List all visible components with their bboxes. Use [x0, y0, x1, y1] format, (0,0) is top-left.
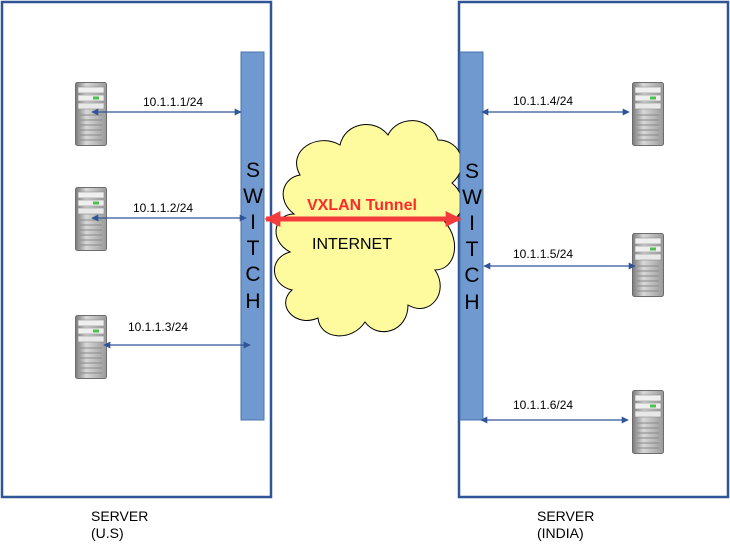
- ip-label-host-1: 10.1.1.1/24: [143, 95, 203, 109]
- right-site-caption-line1: SERVER: [537, 508, 594, 524]
- left-switch: [240, 51, 265, 421]
- right-switch-label: S W I T C H: [462, 160, 482, 314]
- right-server-6-icon: [632, 390, 664, 454]
- right-switch-letter: H: [464, 291, 479, 314]
- left-switch-label: S W I T C H: [243, 159, 263, 313]
- left-switch-letter: S: [246, 159, 260, 182]
- ip-label-host-2: 10.1.1.2/24: [133, 201, 193, 215]
- right-switch-letter: C: [464, 264, 479, 287]
- left-switch-letter: H: [245, 290, 260, 313]
- ip-label-host-4: 10.1.1.4/24: [513, 94, 573, 108]
- internet-cloud: [274, 120, 463, 337]
- left-server-2-icon: [75, 187, 107, 251]
- left-switch-letter: C: [245, 263, 260, 286]
- ip-label-host-6: 10.1.1.6/24: [513, 398, 573, 412]
- left-site-caption-line1: SERVER: [91, 508, 148, 524]
- ip-label-host-3: 10.1.1.3/24: [128, 320, 188, 334]
- right-switch: [459, 51, 484, 421]
- right-server-4-icon: [632, 82, 664, 146]
- right-server-5-icon: [632, 233, 664, 297]
- right-switch-letter: W: [462, 186, 482, 209]
- left-site-caption-line2: (U.S): [91, 525, 124, 541]
- right-switch-letter: S: [465, 160, 479, 183]
- internet-label: INTERNET: [312, 236, 392, 253]
- ip-label-host-5: 10.1.1.5/24: [513, 247, 573, 261]
- left-switch-letter: T: [247, 237, 260, 260]
- right-switch-letter: T: [466, 238, 479, 261]
- vxlan-tunnel-label: VXLAN Tunnel: [307, 197, 417, 214]
- left-server-3-icon: [75, 315, 107, 379]
- left-site-frame: [0, 0, 273, 499]
- right-site-caption-line2: (INDIA): [537, 525, 584, 541]
- left-switch-letter: I: [250, 211, 256, 234]
- right-site-frame: [457, 0, 730, 499]
- right-switch-letter: I: [469, 212, 475, 235]
- left-switch-letter: W: [243, 185, 263, 208]
- left-server-1-icon: [75, 82, 107, 146]
